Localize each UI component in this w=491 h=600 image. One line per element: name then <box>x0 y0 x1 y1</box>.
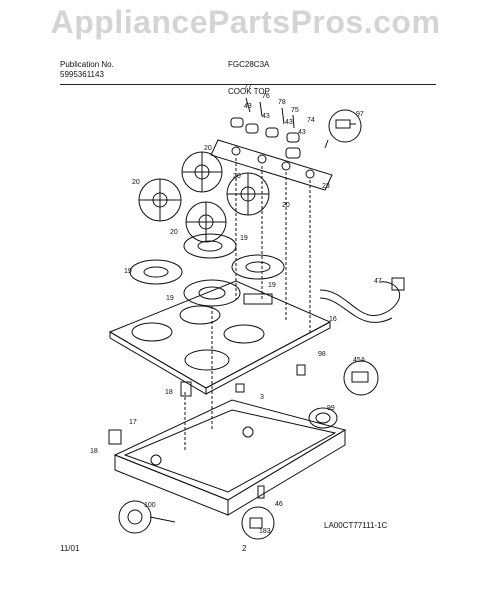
label-19b: 19 <box>124 268 132 275</box>
part-100-shape <box>118 500 176 534</box>
part-46-shape <box>257 485 265 499</box>
valve-knobs-top <box>230 97 301 159</box>
burner-bowls <box>129 233 285 307</box>
label-43b: 43 <box>262 113 270 120</box>
label-97: 97 <box>356 111 364 118</box>
label-20e: 20 <box>170 229 178 236</box>
label-77: 77 <box>244 84 252 91</box>
publication-number: 5995361143 <box>60 70 104 79</box>
label-20a: 20 <box>204 145 212 152</box>
alignment-lines <box>184 158 311 450</box>
header-divider <box>60 84 436 85</box>
section-title: COOK TOP <box>228 87 270 96</box>
diagram-code: LA00CT77111-1C <box>324 521 388 530</box>
part-45a-shape <box>343 360 379 396</box>
publication-label: Publication No. <box>60 60 114 69</box>
page-number: 2 <box>242 544 247 553</box>
label-16: 16 <box>329 316 337 323</box>
label-3: 3 <box>260 394 264 401</box>
label-74: 74 <box>307 117 315 124</box>
model-number: FGC28C3A <box>228 60 270 69</box>
cooktop-surface <box>108 280 332 395</box>
label-18b: 18 <box>90 448 98 455</box>
label-99: 99 <box>327 405 335 412</box>
screw-97 <box>324 109 362 149</box>
label-100: 100 <box>144 502 156 509</box>
bracket-18-lower <box>108 429 122 445</box>
label-19a: 19 <box>240 235 248 242</box>
label-43a: 43 <box>244 103 252 110</box>
grates <box>138 151 270 243</box>
label-18a: 18 <box>165 389 173 396</box>
power-cord <box>319 277 405 323</box>
part-183-shape <box>241 506 275 540</box>
label-98: 98 <box>318 351 326 358</box>
footer-date: 11/01 <box>60 544 80 553</box>
label-75: 75 <box>291 107 299 114</box>
label-19d: 19 <box>166 295 174 302</box>
label-23: 23 <box>322 183 330 190</box>
bracket-18-upper <box>180 381 192 397</box>
part-98-shape <box>296 364 306 376</box>
part-99-shape <box>308 407 338 429</box>
label-20b: 20 <box>233 173 241 180</box>
label-47: 47 <box>374 278 382 285</box>
label-20d: 20 <box>282 202 290 209</box>
label-17: 17 <box>129 419 137 426</box>
label-20c: 20 <box>132 179 140 186</box>
label-78: 78 <box>278 99 286 106</box>
label-19c: 19 <box>268 282 276 289</box>
label-76: 76 <box>262 93 270 100</box>
label-43c: 43 <box>285 119 293 126</box>
watermark: AppliancePartsPros.com <box>50 4 441 40</box>
control-panel <box>210 139 333 191</box>
label-183: 183 <box>259 528 271 535</box>
label-45a: 45A <box>353 357 366 364</box>
label-43d: 43 <box>298 129 306 136</box>
burner-box <box>113 383 347 516</box>
part-labels: 77 76 43 78 43 75 43 74 43 97 23 20 20 2… <box>90 84 382 535</box>
label-46: 46 <box>275 501 283 508</box>
